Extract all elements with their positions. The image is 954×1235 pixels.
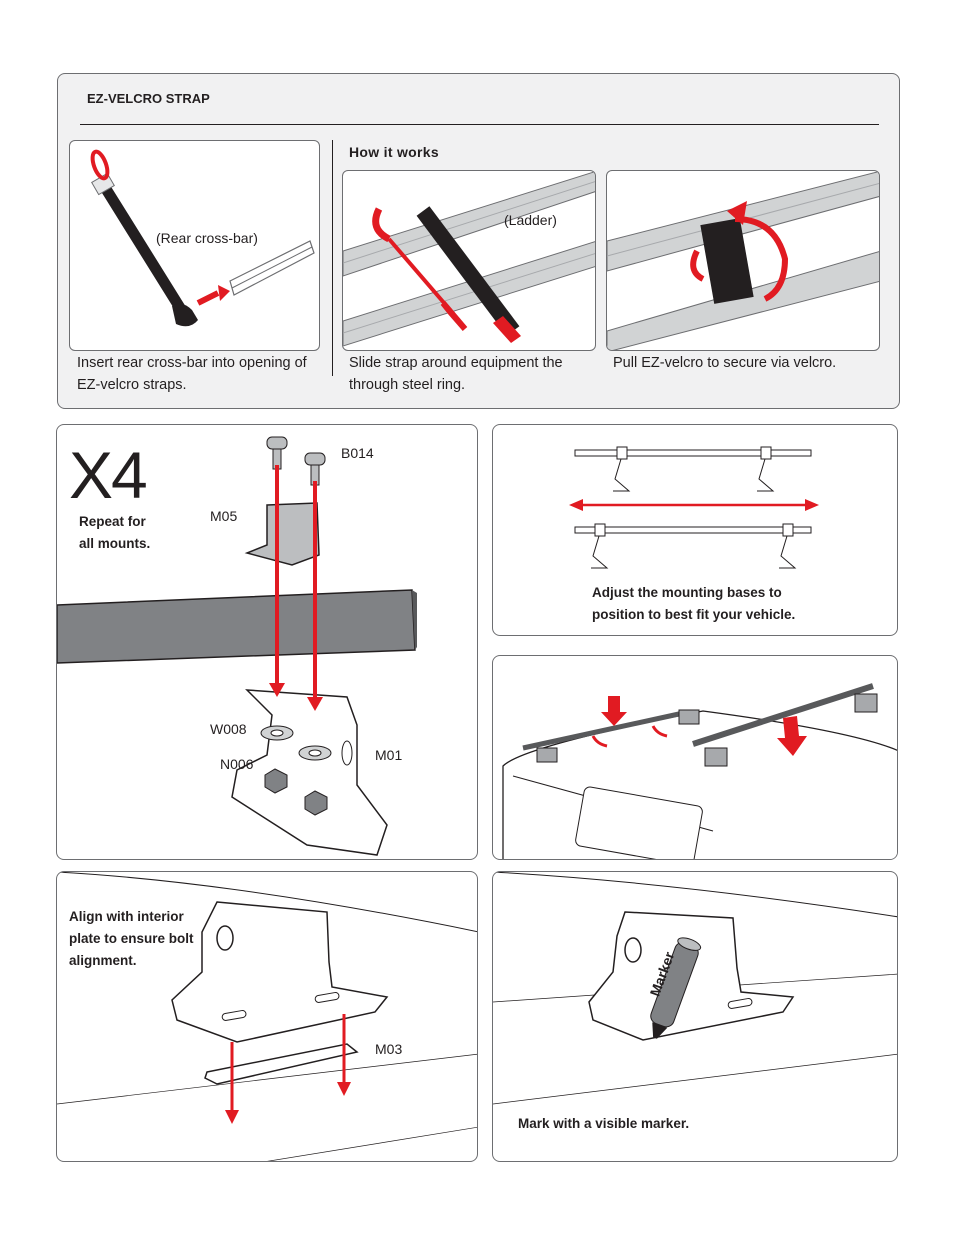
mark-caption: Mark with a visible marker.	[518, 1116, 690, 1131]
caption-insert: Insert rear cross-bar into opening of EZ…	[77, 355, 307, 393]
part-m01: M01	[375, 747, 403, 763]
rear-crossbar-illustration: (Rear cross-bar)	[69, 140, 320, 351]
velcro-panel: EZ-VELCRO STRAP How it works (Rear cross…	[57, 73, 900, 409]
ladder-label: (Ladder)	[504, 212, 557, 228]
caption-pull: Pull EZ-velcro to secure via velcro.	[613, 355, 837, 371]
adjust-caption: Adjust the mounting bases to position to…	[592, 585, 796, 622]
part-m03: M03	[375, 1041, 403, 1057]
column-divider	[332, 140, 333, 376]
mount-assembly-panel: X4 Repeat for all mounts. B014 M05 W008 …	[56, 424, 478, 860]
caption-slide: Slide strap around equipment the through…	[349, 355, 563, 393]
title-divider	[80, 124, 879, 125]
part-n006: N006	[220, 756, 254, 772]
how-it-works-heading: How it works	[349, 144, 439, 160]
adjust-panel: Adjust the mounting bases to position to…	[492, 424, 898, 636]
rear-crossbar-label: (Rear cross-bar)	[156, 230, 258, 246]
velcro-title: EZ-VELCRO STRAP	[87, 91, 210, 106]
vehicle-roof-panel	[492, 655, 898, 860]
align-caption: Align with interior plate to ensure bolt…	[69, 909, 194, 968]
ladder-illustration: (Ladder)	[342, 170, 596, 351]
part-b014: B014	[341, 445, 374, 461]
part-w008: W008	[210, 721, 247, 737]
part-m05: M05	[210, 508, 238, 524]
secure-strap-illustration	[606, 170, 880, 351]
multiplier-label: X4	[69, 438, 148, 512]
align-panel: Align with interior plate to ensure bolt…	[56, 871, 478, 1162]
repeat-note: Repeat for all mounts.	[79, 514, 151, 551]
mark-panel: Marker Mark with a visible marker.	[492, 871, 898, 1162]
